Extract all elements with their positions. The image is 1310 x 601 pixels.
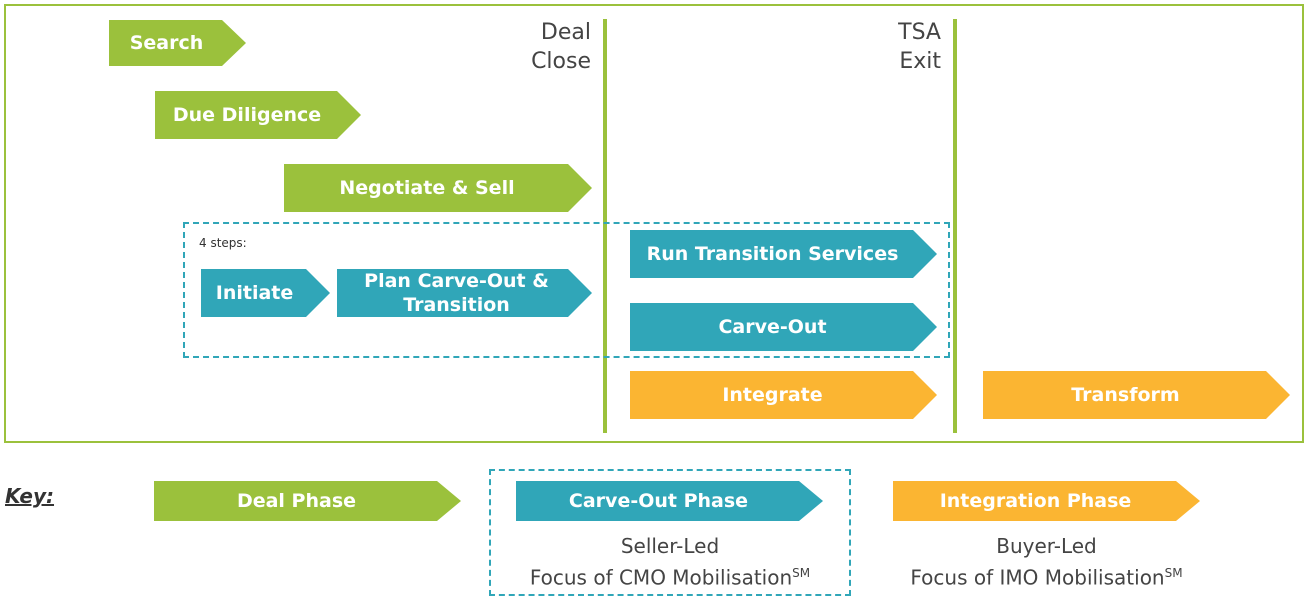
carve-out-steps-box [183, 222, 950, 358]
search-arrow: Search [109, 20, 246, 66]
key-carve-out-caption: Seller-Led Focus of CMO MobilisationSM [492, 533, 848, 592]
key-label: Key: [5, 484, 55, 508]
key-carve-out-phase-arrow: Carve-Out Phase [516, 481, 823, 521]
key-integration-phase-arrow: Integration Phase [893, 481, 1200, 521]
negotiate-sell-arrow: Negotiate & Sell [284, 164, 592, 212]
cmo-focus-text: Focus of CMO Mobilisation [529, 565, 793, 590]
deal-close-line [603, 19, 607, 433]
steps-note: 4 steps: [199, 236, 247, 250]
tsa-exit-line [953, 19, 957, 433]
integrate-arrow: Integrate [630, 371, 937, 419]
imo-focus-text: Focus of IMO Mobilisation [910, 565, 1165, 590]
seller-led-text: Seller-Led [620, 534, 720, 558]
tsa-exit-label: TSA Exit [898, 20, 941, 74]
due-diligence-arrow: Due Diligence [155, 91, 361, 139]
imo-focus-line: Focus of IMO MobilisationSM [880, 560, 1213, 592]
plan-carve-out-arrow: Plan Carve-Out & Transition [337, 269, 592, 317]
deal-close-label: Deal Close [531, 20, 591, 74]
key-integration-caption: Buyer-Led Focus of IMO MobilisationSM [880, 533, 1213, 592]
initiate-arrow: Initiate [201, 269, 330, 317]
imo-service-mark: SM [1164, 566, 1183, 580]
key-carve-out-box [489, 469, 851, 596]
timeline-frame [4, 4, 1304, 443]
buyer-led-text: Buyer-Led [996, 534, 1097, 558]
carve-out-arrow: Carve-Out [630, 303, 937, 351]
cmo-service-mark: SM [792, 566, 811, 580]
run-transition-services-arrow: Run Transition Services [630, 230, 937, 278]
transform-arrow: Transform [983, 371, 1290, 419]
cmo-focus-line: Focus of CMO MobilisationSM [492, 560, 848, 592]
key-deal-phase-arrow: Deal Phase [154, 481, 461, 521]
